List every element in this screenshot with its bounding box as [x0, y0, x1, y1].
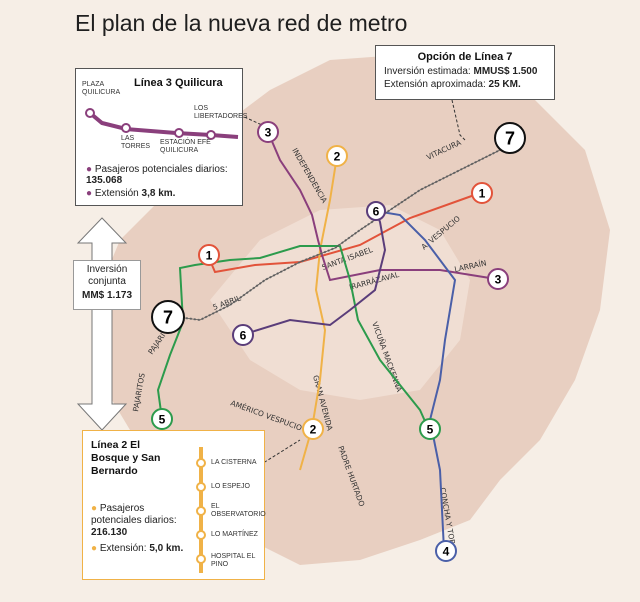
line-6-west-marker: 6 [232, 324, 254, 346]
line-6-route [244, 210, 387, 335]
investment-label: Inversión conjunta [86, 264, 128, 287]
option7-investment-label: Inversión estimada: [384, 66, 471, 77]
line2-passengers-value: 216.130 [91, 527, 128, 538]
line3-passengers-label: Pasajeros potenciales diarios: [94, 164, 228, 175]
line-5-route [156, 245, 429, 429]
line-1-west-marker: 1 [198, 244, 220, 266]
line2-station-5: Hospital El Pino [211, 553, 256, 568]
station-dot [121, 123, 131, 133]
line2-passengers-label: Pasajeros potenciales diarios: [91, 503, 177, 526]
line3-station-3: Estación EFE Quilicura [160, 139, 211, 154]
line3-extension-value: 3,8 km. [141, 188, 176, 199]
line2-infobox: Línea 2 El Bosque y San Bernardo La Cist… [82, 430, 266, 580]
station-dot [85, 108, 95, 118]
line-3-route [267, 131, 497, 282]
line-7-hatching [169, 137, 511, 321]
line3-diagram [85, 108, 239, 140]
line-2-south-marker: 2 [302, 418, 324, 440]
line-1-east-marker: 1 [471, 182, 493, 204]
svg-text:3: 3 [265, 126, 272, 140]
line-3-east-marker: 3 [487, 268, 509, 290]
line-5-west-marker: 5 [151, 408, 173, 430]
line2-diagram [196, 447, 206, 573]
option7-investment-value: MMUS$ 1.500 [473, 66, 538, 77]
line-4-south-marker: 4 [435, 540, 457, 562]
line-2-top-marker: 2 [326, 145, 348, 167]
option7-title: Opción de Línea 7 [417, 51, 513, 63]
line3-title: Línea 3 Quilicura [134, 77, 223, 89]
line3-station-4: Los Libertadores [194, 105, 248, 120]
line-5-east-marker: 5 [419, 418, 441, 440]
line3-station-1: Plaza Quilicura [82, 81, 121, 96]
line2-extension-label: Extensión: [99, 543, 147, 554]
option7-investment: Inversión estimada: MMUS$ 1.500 [384, 66, 546, 77]
line3-extension: ● Extensión 3,8 km. [86, 188, 176, 199]
investment-value: MM$ 1.173 [81, 290, 133, 301]
line-3-top-marker: 3 [257, 121, 279, 143]
svg-text:5: 5 [427, 423, 434, 437]
svg-text:2: 2 [310, 423, 317, 437]
line3-station-2: Las Torres [121, 135, 151, 150]
option7-extension-label: Extensión aproximada: [384, 79, 486, 90]
investment-label-box: Inversión conjunta MM$ 1.173 [73, 260, 141, 310]
line2-extension: ● Extensión: 5,0 km. [91, 543, 184, 554]
line2-station-2: Lo Espejo [211, 483, 250, 490]
station-dot [174, 128, 184, 138]
svg-text:3: 3 [495, 273, 502, 287]
line2-station-3: El Observatorio [211, 503, 266, 518]
line3-passengers: ● Pasajeros potenciales diarios: 135.068 [86, 164, 228, 186]
svg-text:7: 7 [163, 308, 173, 328]
page-title: El plan de la nueva red de metro [75, 10, 408, 36]
svg-text:1: 1 [206, 249, 213, 263]
svg-text:4: 4 [443, 545, 450, 559]
svg-text:6: 6 [240, 329, 247, 343]
station-dot [196, 554, 206, 564]
station-dot [206, 130, 216, 140]
line2-extension-value: 5,0 km. [149, 543, 184, 554]
line2-station-4: Lo Martínez [211, 531, 258, 538]
option7-leader [451, 99, 466, 141]
svg-text:7: 7 [505, 129, 515, 149]
line3-passengers-value: 135.068 [86, 175, 123, 186]
line-6-center-marker: 6 [366, 201, 386, 221]
svg-text:5: 5 [159, 413, 166, 427]
line-7-west-marker: 7 [151, 300, 185, 334]
station-dot [196, 482, 206, 492]
svg-text:2: 2 [334, 150, 341, 164]
line-7-east-marker: 7 [494, 122, 526, 154]
line3-leader [239, 114, 263, 126]
line2-leader [259, 439, 301, 466]
station-dot [196, 458, 206, 468]
line3-extension-label: Extensión [94, 188, 139, 199]
svg-text:6: 6 [373, 205, 380, 219]
option7-extension-value: 25 KM. [488, 79, 521, 90]
line3-infobox: Línea 3 Quilicura Plaza Quilicura Las To… [75, 68, 248, 206]
svg-text:1: 1 [479, 187, 486, 201]
line2-passengers: ● Pasajeros potenciales diarios: 216.130 [91, 503, 177, 538]
station-dot [196, 506, 206, 516]
line2-title: Línea 2 El Bosque y San Bernardo [91, 439, 161, 477]
option7-extension: Extensión aproximada: 25 KM. [384, 79, 546, 90]
line-4-route [375, 210, 457, 551]
option7-infobox: Opción de Línea 7 Inversión estimada: MM… [375, 45, 555, 100]
station-dot [196, 530, 206, 540]
line2-station-1: La Cisterna [211, 459, 257, 466]
